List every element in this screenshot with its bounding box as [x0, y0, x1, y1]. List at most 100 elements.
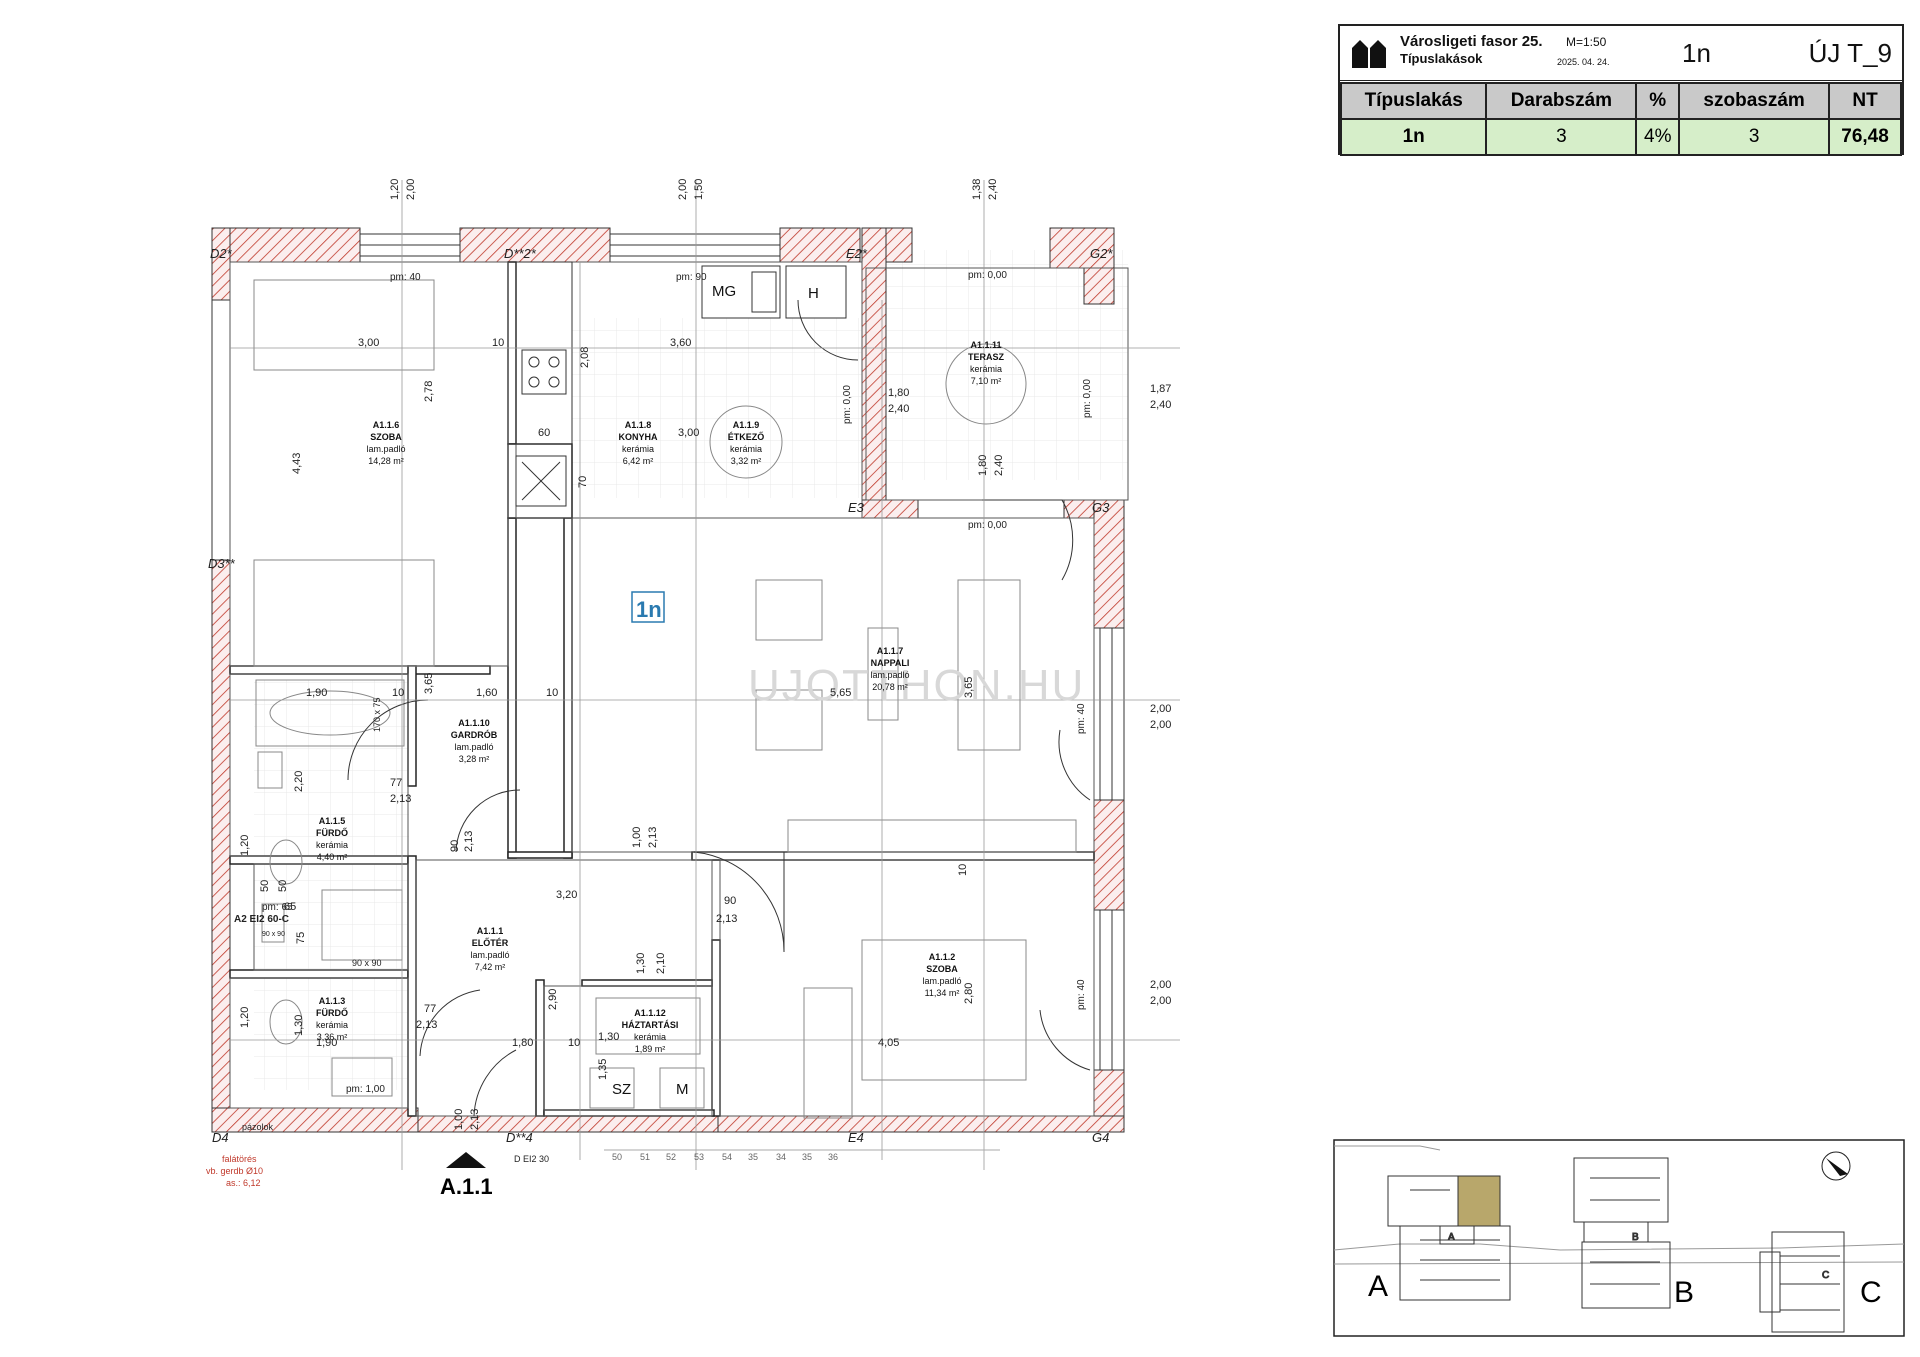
svg-text:3,20: 3,20 — [556, 889, 577, 901]
svg-text:1,30: 1,30 — [598, 1031, 619, 1043]
svg-text:E2*: E2* — [846, 246, 868, 261]
svg-text:MG: MG — [712, 283, 736, 300]
svg-text:90: 90 — [724, 895, 736, 907]
svg-text:vb. gerdb Ø10: vb. gerdb Ø10 — [206, 1166, 263, 1176]
dimension-labels: 1,20 2,00 2,00 1,50 1,38 2,40 3,00 10 3,… — [239, 179, 1171, 1130]
svg-text:3,00: 3,00 — [358, 337, 379, 349]
svg-text:3,00: 3,00 — [678, 427, 699, 439]
svg-text:A1.1.7: A1.1.7 — [877, 646, 904, 656]
svg-text:1,50: 1,50 — [693, 179, 705, 200]
svg-text:M: M — [676, 1081, 689, 1098]
svg-text:pm: 0,00: pm: 0,00 — [968, 270, 1007, 281]
entrance-label: A.1.1 — [440, 1174, 493, 1199]
svg-text:90 x 90: 90 x 90 — [352, 958, 382, 968]
svg-text:1,20: 1,20 — [239, 1007, 251, 1028]
svg-text:2,40: 2,40 — [987, 179, 999, 200]
svg-text:1,60: 1,60 — [476, 687, 497, 699]
svg-text:lam.padló: lam.padló — [366, 444, 405, 454]
summary-col-nt: NT — [1828, 82, 1902, 120]
scale-label: M=1:50 — [1566, 35, 1607, 49]
svg-text:HÁZTARTÁSI: HÁZTARTÁSI — [622, 1020, 679, 1030]
svg-text:36: 36 — [828, 1152, 838, 1162]
svg-text:90 x 90: 90 x 90 — [262, 931, 285, 938]
appliance-labels: MG H SZ M — [612, 283, 819, 1098]
svg-text:pázolok: pázolok — [242, 1122, 274, 1132]
svg-text:2,13: 2,13 — [716, 913, 737, 925]
svg-text:7,10 m²: 7,10 m² — [971, 376, 1002, 386]
svg-text:54: 54 — [722, 1152, 732, 1162]
svg-text:FÜRDŐ: FÜRDŐ — [316, 1007, 348, 1018]
svg-text:A1.1.9: A1.1.9 — [733, 420, 760, 430]
svg-text:A1.1.11: A1.1.11 — [970, 340, 1001, 350]
summary-col-percent: % — [1635, 82, 1681, 120]
summary-val-rooms: 3 — [1678, 118, 1831, 156]
sheet-code: ÚJ T_9 — [1808, 38, 1892, 68]
svg-text:kerámia: kerámia — [316, 840, 348, 850]
summary-val-nt: 76,48 — [1828, 118, 1902, 156]
site-plan: A B C A B C — [1333, 1139, 1905, 1337]
svg-text:kerámia: kerámia — [730, 444, 762, 454]
svg-text:D3**: D3** — [208, 556, 236, 571]
svg-text:1,20: 1,20 — [389, 179, 401, 200]
svg-text:10: 10 — [392, 687, 404, 699]
svg-text:3,36 m²: 3,36 m² — [317, 1032, 348, 1042]
svg-text:A1.1.6: A1.1.6 — [373, 420, 400, 430]
svg-text:G4: G4 — [1092, 1130, 1109, 1145]
summary-col-count: Darabszám — [1485, 82, 1638, 120]
svg-text:2,13: 2,13 — [463, 831, 475, 852]
svg-text:A1.1.3: A1.1.3 — [319, 996, 346, 1006]
svg-text:6,42 m²: 6,42 m² — [623, 456, 654, 466]
building-a: A — [1387, 1175, 1511, 1301]
svg-text:1,80: 1,80 — [888, 387, 909, 399]
svg-text:2,40: 2,40 — [993, 455, 1005, 476]
svg-text:11,34 m²: 11,34 m² — [925, 988, 960, 998]
svg-text:2,90: 2,90 — [547, 989, 559, 1010]
svg-text:2,13: 2,13 — [469, 1109, 481, 1130]
svg-text:D**2*: D**2* — [504, 246, 537, 261]
svg-text:2,00: 2,00 — [677, 179, 689, 200]
svg-text:1,38: 1,38 — [971, 179, 983, 200]
site-label-c: C — [1860, 1276, 1882, 1309]
svg-text:ÉTKEZŐ: ÉTKEZŐ — [728, 431, 765, 442]
svg-text:4,40 m²: 4,40 m² — [317, 852, 348, 862]
svg-text:10: 10 — [568, 1037, 580, 1049]
svg-text:60: 60 — [538, 427, 550, 439]
summary-col-rooms: szobaszám — [1678, 82, 1831, 120]
svg-text:70: 70 — [577, 476, 589, 488]
svg-text:4,43: 4,43 — [291, 453, 303, 474]
svg-text:pm: 0,00: pm: 0,00 — [842, 385, 853, 424]
svg-text:kerámia: kerámia — [316, 1020, 348, 1030]
svg-text:90: 90 — [449, 840, 461, 852]
svg-text:2,13: 2,13 — [416, 1019, 437, 1031]
svg-text:7,42 m²: 7,42 m² — [475, 962, 506, 972]
svg-text:A2 EI2 60-C: A2 EI2 60-C — [234, 914, 289, 925]
svg-text:2,00: 2,00 — [1150, 995, 1171, 1007]
svg-text:1,80: 1,80 — [977, 455, 989, 476]
svg-text:3,60: 3,60 — [670, 337, 691, 349]
svg-text:50: 50 — [277, 880, 289, 892]
summary-val-percent: 4% — [1635, 118, 1681, 156]
svg-text:D**4: D**4 — [506, 1130, 533, 1145]
svg-text:pm: 65: pm: 65 — [262, 902, 293, 913]
svg-text:SZOBA: SZOBA — [370, 432, 402, 442]
svg-text:14,28 m²: 14,28 m² — [368, 456, 404, 466]
svg-text:lam.padló: lam.padló — [870, 670, 909, 680]
svg-text:1,30: 1,30 — [635, 953, 647, 974]
svg-text:TERASZ: TERASZ — [968, 352, 1005, 362]
svg-text:1,87: 1,87 — [1150, 383, 1171, 395]
svg-text:1,00: 1,00 — [631, 827, 643, 848]
svg-text:2,00: 2,00 — [1150, 703, 1171, 715]
svg-text:A1.1.10: A1.1.10 — [458, 718, 490, 728]
svg-text:77: 77 — [390, 777, 402, 789]
summary-value-row: 1n 3 4% 3 76,48 — [1339, 118, 1902, 156]
windows — [211, 233, 1125, 1071]
svg-text:kerámia: kerámia — [634, 1032, 666, 1042]
summary-header-row: Típuslakás Darabszám % szobaszám NT — [1339, 82, 1902, 120]
svg-text:3,28 m²: 3,28 m² — [459, 754, 490, 764]
